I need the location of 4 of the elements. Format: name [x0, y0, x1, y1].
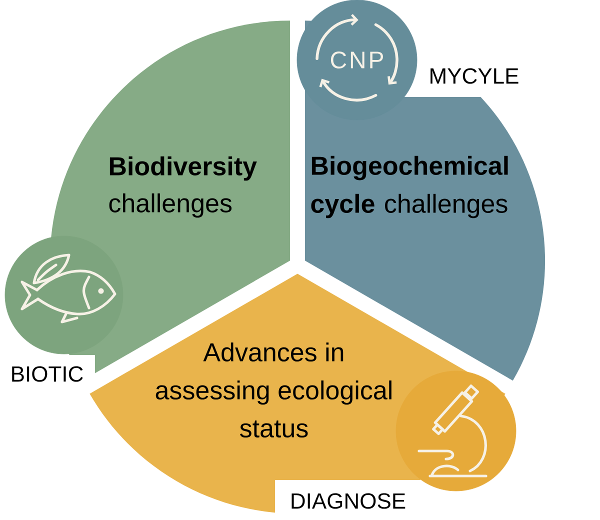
microscope-icon: [396, 370, 516, 492]
side-label: DIAGNOSE: [275, 480, 420, 520]
side-label: BIOTIC: [0, 355, 95, 392]
fish-icon: [4, 236, 124, 354]
